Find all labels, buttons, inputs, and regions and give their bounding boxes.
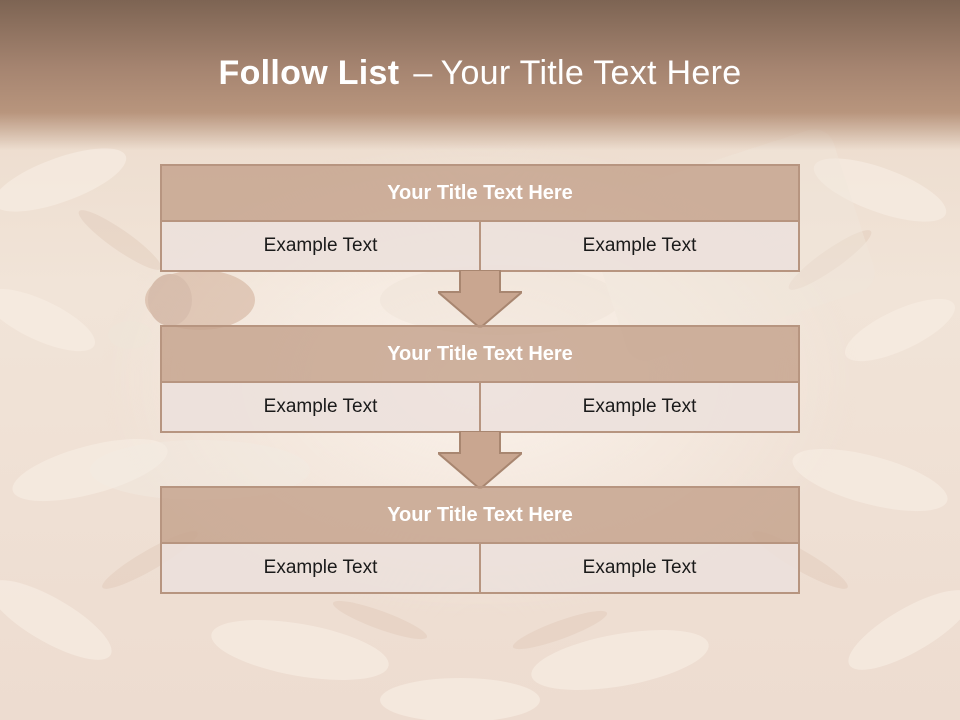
slide-title-separator: – <box>413 54 433 92</box>
step-cell-left-3: Example Text <box>162 544 479 592</box>
step-cell-right-1: Example Text <box>479 222 798 270</box>
step-box-2: Your Title Text Here Example Text Exampl… <box>160 325 800 433</box>
slide-title: Follow List–Your Title Text Here <box>0 54 960 93</box>
step-row-1: Example Text Example Text <box>162 222 798 270</box>
step-box-3: Your Title Text Here Example Text Exampl… <box>160 486 800 594</box>
step-cell-left-2: Example Text <box>162 383 479 431</box>
step-row-3: Example Text Example Text <box>162 544 798 592</box>
step-cell-left-1: Example Text <box>162 222 479 270</box>
step-cell-right-3: Example Text <box>479 544 798 592</box>
down-arrow-icon <box>438 270 522 328</box>
slide-title-bold: Follow List <box>218 54 400 92</box>
step-cell-right-2: Example Text <box>479 383 798 431</box>
step-row-2: Example Text Example Text <box>162 383 798 431</box>
step-title-2: Your Title Text Here <box>162 327 798 383</box>
title-banner <box>0 0 960 150</box>
step-title-3: Your Title Text Here <box>162 488 798 544</box>
slide-title-text: Your Title Text Here <box>440 54 742 92</box>
step-box-1: Your Title Text Here Example Text Exampl… <box>160 164 800 272</box>
step-title-1: Your Title Text Here <box>162 166 798 222</box>
down-arrow-icon <box>438 431 522 489</box>
